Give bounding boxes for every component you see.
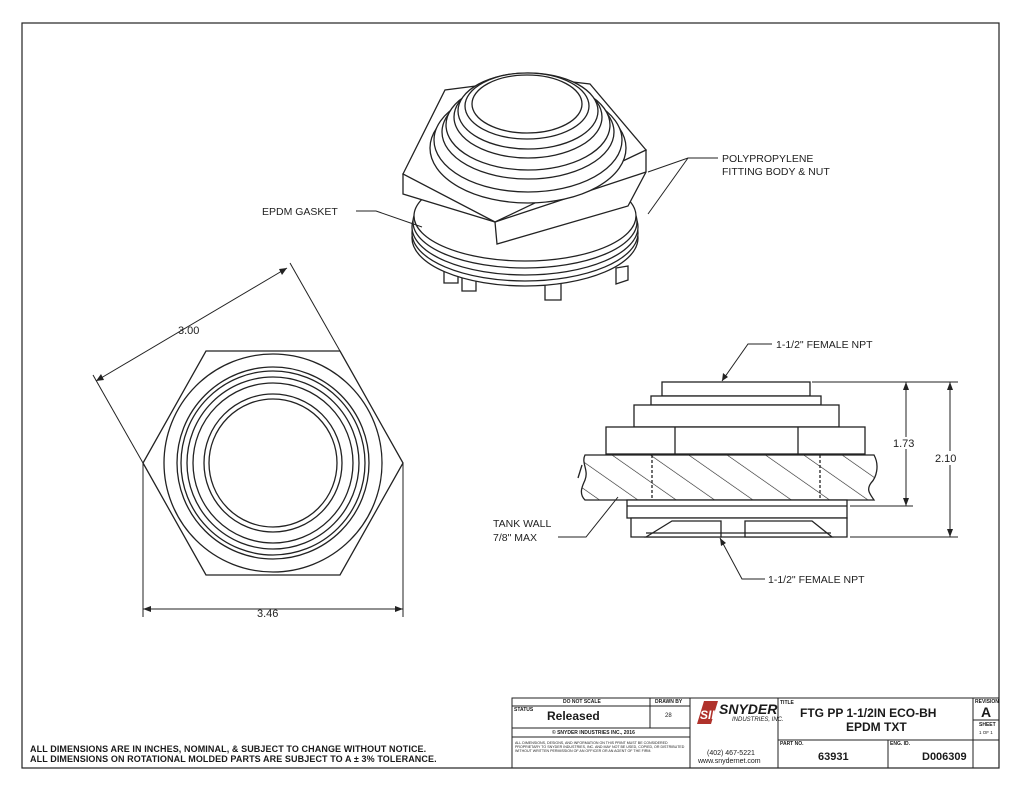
body-label-line2: FITTING BODY & NUT [722, 166, 830, 178]
sheet-value: 1 OF 1 [979, 730, 993, 735]
title-block [511, 697, 1000, 769]
revision-value: A [981, 704, 992, 720]
dim-height-total: 2.10 [935, 453, 956, 465]
logo-mark: SII [700, 708, 715, 722]
note-line2: ALL DIMENSIONS ON ROTATIONAL MOLDED PART… [30, 754, 437, 764]
phone: (402) 467-5221 [707, 750, 755, 757]
website: www.snydernet.com [698, 758, 761, 765]
company-logo: SII SNYDER INDUSTRIES, INC. [697, 701, 784, 724]
company-sub: INDUSTRIES, INC. [732, 717, 784, 723]
dim-across-corners: 3.46 [257, 608, 278, 620]
dim-height-body: 1.73 [893, 438, 914, 450]
npt-top-label: 1-1/2" FEMALE NPT [776, 339, 873, 351]
gasket-label: EPDM GASKET [262, 206, 338, 218]
note-line1: ALL DIMENSIONS ARE IN INCHES, NOMINAL, &… [30, 744, 427, 754]
eng-id-value: D006309 [922, 751, 967, 763]
title-line1: FTG PP 1-1/2IN ECO-BH [800, 706, 937, 720]
sheet-label: SHEET [979, 722, 996, 728]
drawn-by-value: 28 [665, 713, 672, 719]
dim-across-flats: 3.00 [178, 325, 199, 337]
company-name: SNYDER [719, 701, 778, 717]
disclaimer: ALL DIMENSIONS, DESIGNS, AND INFORMATION… [515, 741, 685, 754]
section-view [577, 381, 878, 538]
drawn-by-label: DRAWN BY [655, 699, 683, 705]
part-no-label: PART NO. [780, 741, 804, 747]
npt-bottom-label: 1-1/2" FEMALE NPT [768, 574, 865, 586]
top-view [142, 350, 404, 576]
isometric-view [402, 72, 648, 301]
title-label: TITLE [780, 700, 794, 706]
tank-wall-line2: 7/8" MAX [493, 532, 537, 544]
tank-wall-line1: TANK WALL [493, 518, 552, 530]
revision-label: REVISION [975, 699, 999, 705]
body-label-line1: POLYPROPYLENE [722, 153, 813, 165]
copyright: © SNYDER INDUSTRIES INC., 2016 [552, 730, 635, 736]
part-no-value: 63931 [818, 751, 849, 763]
status-value: Released [547, 709, 600, 723]
title-line2: EPDM TXT [846, 720, 907, 734]
eng-id-label: ENG. ID. [890, 741, 911, 747]
sheet-border [21, 22, 1000, 769]
do-not-scale: DO NOT SCALE [563, 699, 601, 705]
status-label: STATUS [514, 707, 534, 713]
